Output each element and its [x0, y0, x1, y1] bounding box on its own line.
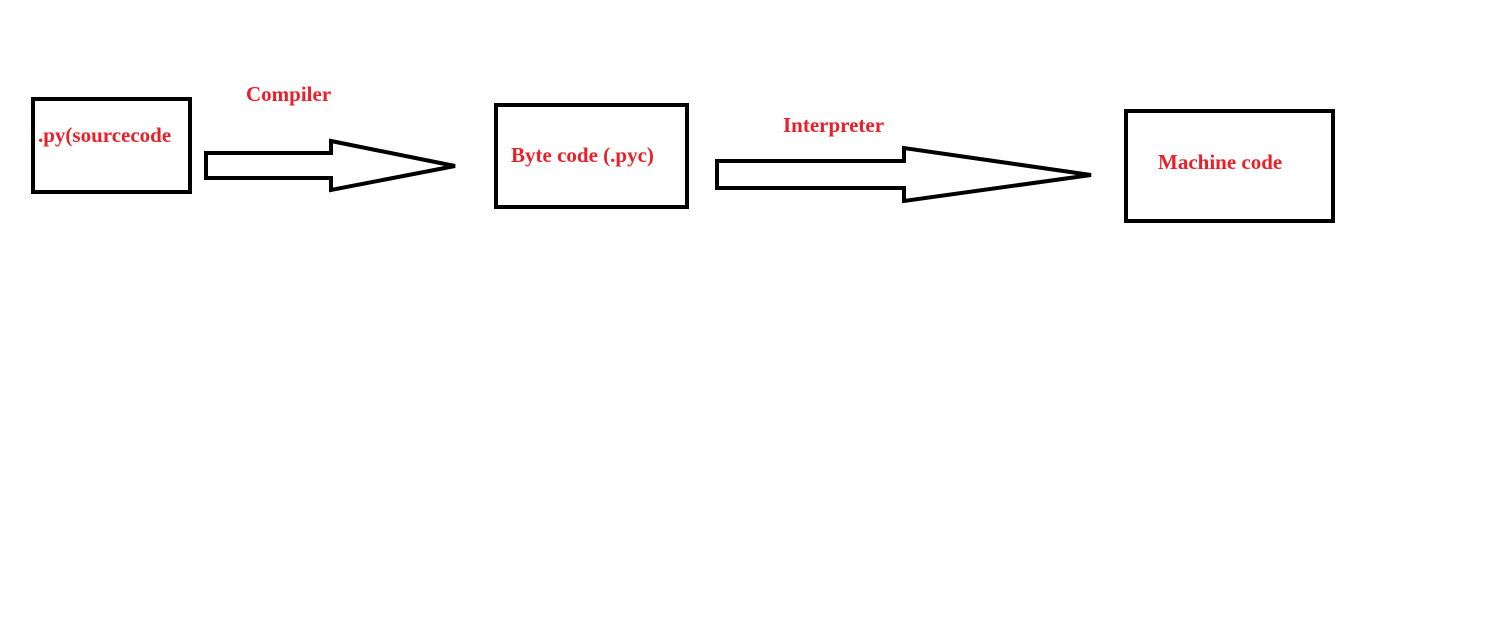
compiler-label: Compiler	[246, 82, 332, 106]
source-code-label: .py(sourcecode	[38, 123, 172, 147]
byte-code-label: Byte code (.pyc)	[511, 143, 654, 167]
source-code-box	[31, 97, 192, 194]
compiler-arrow	[204, 138, 456, 193]
interpreter-arrow	[715, 145, 1092, 204]
machine-code-label: Machine code	[1158, 150, 1283, 174]
machine-code-box	[1124, 109, 1335, 223]
interpreter-label: Interpreter	[783, 113, 885, 137]
byte-code-box	[494, 103, 689, 209]
